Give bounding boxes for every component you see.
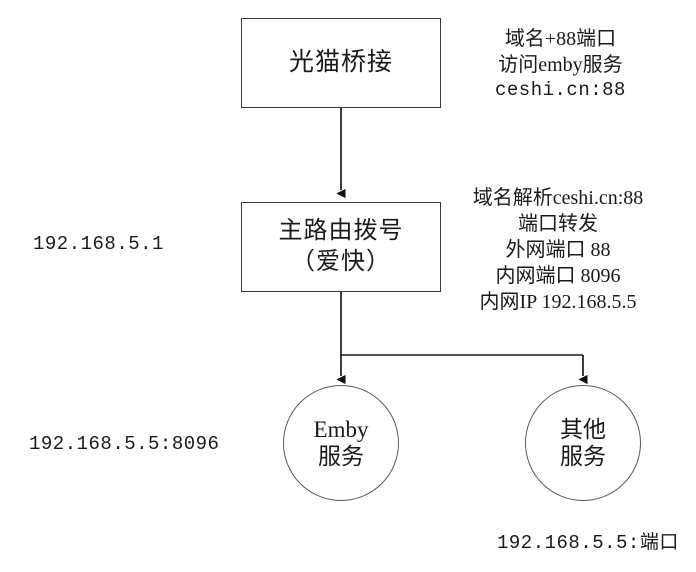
other-service-node[interactable]: 其他 服务 — [525, 385, 641, 501]
emby-service-label-line2: 服务 — [318, 444, 364, 469]
gateway-ip-label: 192.168.5.1 — [33, 233, 164, 255]
top-right-note-line3: ceshi.cn:88 — [495, 79, 626, 101]
top-right-note-line2: 访问emby服务 — [498, 54, 623, 76]
router-note-line1: 域名解析ceshi.cn:88 — [472, 187, 644, 209]
main-router-node[interactable]: 主路由拨号 （爱快） — [241, 202, 441, 292]
router-note-line3: 外网端口 88 — [505, 239, 611, 261]
main-router-label-line2: （爱快） — [291, 249, 391, 275]
top-right-note: 域名+88端口 访问emby服务 ceshi.cn:88 — [495, 26, 626, 103]
other-service-label-line2: 服务 — [560, 444, 606, 469]
main-router-label-line1: 主路由拨号 — [278, 218, 404, 245]
modem-bridge-label: 光猫桥接 — [288, 49, 393, 76]
router-note-line5: 内网IP 192.168.5.5 — [479, 291, 637, 313]
other-service-label-line1: 其他 — [560, 416, 606, 442]
emby-ip-label: 192.168.5.5:8096 — [29, 433, 220, 455]
emby-service-label-line1: Emby — [313, 416, 369, 442]
router-note-line4: 内网端口 8096 — [495, 265, 621, 287]
router-branch-bus — [340, 292, 583, 356]
emby-service-node[interactable]: Emby 服务 — [283, 385, 399, 501]
modem-bridge-node[interactable]: 光猫桥接 — [241, 18, 441, 108]
other-ip-label: 192.168.5.5:端口 — [497, 532, 679, 554]
router-note-line2: 端口转发 — [518, 213, 598, 235]
router-note: 域名解析ceshi.cn:88 端口转发 外网端口 88 内网端口 8096 内… — [442, 185, 674, 315]
top-right-note-line1: 域名+88端口 — [504, 28, 617, 50]
